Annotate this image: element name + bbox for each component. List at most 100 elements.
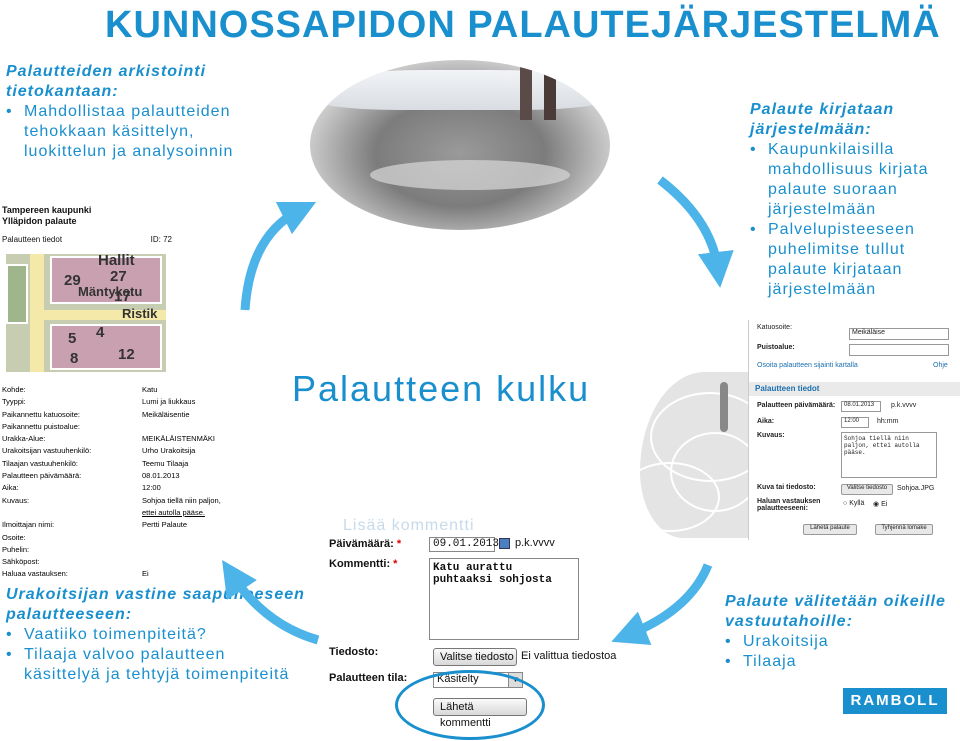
highlight-oval xyxy=(395,670,545,740)
map-label: Mäntykatu xyxy=(78,284,143,299)
doc-row: ettei autolla pääse. xyxy=(142,507,205,517)
feedback-entry-form: Katuosoite: Meikäläise Puistoalue: Osoit… xyxy=(748,320,960,540)
map-block xyxy=(50,256,162,304)
doc-row: Urakoitsijan vastuuhenkilö:Urho Urakoits… xyxy=(2,446,196,456)
calendar-icon[interactable] xyxy=(499,538,510,549)
clear-form-button[interactable]: Tyhjennä lomake xyxy=(875,524,933,535)
state-label: Palautteen tila: xyxy=(329,672,408,684)
archive-text-block: Palautteiden arkistointi tietokantaan: M… xyxy=(6,62,246,162)
map-zoom-slider[interactable] xyxy=(720,382,728,432)
comment-date-format: p.k.vvvv xyxy=(515,537,555,549)
entry-item: Palvelupisteeseen puhelimitse tullut pal… xyxy=(750,220,950,300)
time-format: hh:mm xyxy=(877,418,899,425)
map-label: 29 xyxy=(64,272,81,289)
desc-label: Kuvaus: xyxy=(757,432,785,439)
street-label: Katuosoite: xyxy=(757,324,793,331)
map-label: Hallit xyxy=(98,254,135,269)
file-label: Kuva tai tiedosto: xyxy=(757,484,816,491)
park-label: Puistoalue: xyxy=(757,344,795,351)
snow-bank xyxy=(310,70,610,110)
main-title: KUNNOSSAPIDON PALAUTEJÄRJESTELMÄ xyxy=(105,4,941,46)
comment-file-status: Ei valittua tiedostoa xyxy=(521,650,617,662)
add-comment-heading: Lisää kommentti xyxy=(343,517,475,534)
entry-item: Kaupunkilaisilla mahdollisuus kirjata pa… xyxy=(750,140,950,220)
map-road xyxy=(30,254,44,372)
doc-row: Paikannettu katuosoite:Meikäläisentie xyxy=(2,409,190,419)
arrow-top-right xyxy=(657,176,734,288)
entry-text-block: Palaute kirjataan järjestelmään: Kaupunk… xyxy=(750,100,950,300)
send-feedback-button[interactable]: Lähetä palaute xyxy=(803,524,857,535)
reply-no-radio[interactable]: ◉ Ei xyxy=(873,501,888,508)
doc-row: Aika:12:00 xyxy=(2,483,161,493)
map-label: Ristik xyxy=(122,306,158,321)
map-label: 5 xyxy=(68,330,77,347)
map-label: 8 xyxy=(70,350,79,367)
forward-text-block: Palaute välitetään oikeille vastuutahoil… xyxy=(725,592,955,672)
doc-row: Urakka-Alue:MEIKÄLÄISTENMÄKI xyxy=(2,434,215,444)
archive-heading: Palautteiden arkistointi tietokantaan: xyxy=(6,63,207,100)
map-locate-link[interactable]: Osoita palautteen sijainti kartalla xyxy=(757,362,858,369)
response-item: Vaatiiko toimenpiteitä? xyxy=(6,625,306,645)
comment-date-input[interactable]: 09.01.2013 xyxy=(429,537,499,552)
doc-row: Kuvaus:Sohjoa tiellä niin paljon, xyxy=(2,495,221,505)
doc-row: Osoite: xyxy=(2,532,26,542)
slush-patch xyxy=(370,160,570,190)
feedback-document: Tampereen kaupunki Ylläpidon palaute Pal… xyxy=(2,205,252,545)
doc-row: Sähköpost: xyxy=(2,557,40,567)
date-label: Palautteen päivämäärä: xyxy=(757,402,836,409)
comment-label: Kommentti: * xyxy=(329,558,398,570)
map-label: 12 xyxy=(118,346,135,363)
map-label: 17 xyxy=(114,288,131,305)
pedestrian-legs xyxy=(520,60,560,120)
arrow-bottom-right xyxy=(611,563,713,645)
ramboll-logo: RAMBOLL xyxy=(843,688,947,714)
comment-choose-file-button[interactable]: Valitse tiedosto xyxy=(433,648,517,666)
location-map: Hallit Mäntykatu Ristik 27 29 4 17 5 12 … xyxy=(6,254,166,372)
park-input[interactable] xyxy=(849,344,949,356)
comment-textarea[interactable]: Katu aurattu puhtaaksi sohjosta xyxy=(429,558,579,640)
forward-item: Tilaaja xyxy=(725,652,955,672)
doc-row: Paikannettu puistoalue: xyxy=(2,421,80,431)
reply-label: Haluan vastauksen palautteeseeni: xyxy=(757,498,821,512)
entry-heading: Palaute kirjataan järjestelmään: xyxy=(750,101,895,138)
desc-textarea[interactable]: Sohjoa tiellä niin paljon, ettei autolla… xyxy=(841,432,937,478)
map-label: 4 xyxy=(96,324,105,341)
forward-item: Urakoitsija xyxy=(725,632,955,652)
doc-row: Kohde:Katu xyxy=(2,385,158,394)
time-input[interactable]: 12:00 xyxy=(841,417,869,428)
comment-file-label: Tiedosto: xyxy=(329,646,379,658)
org-name: Tampereen kaupunki xyxy=(2,205,92,215)
doc-fields: Kohde:Katu Tyyppi:Lumi ja liukkaus Paika… xyxy=(2,384,242,581)
snowy-street-photo xyxy=(310,60,610,230)
date-format: p.k.vvvv xyxy=(891,402,917,409)
unit-name: Ylläpidon palaute xyxy=(2,216,77,226)
center-title: Palautteen kulku xyxy=(292,368,591,409)
time-label: Aika: xyxy=(757,418,775,425)
street-input[interactable]: Meikäläise xyxy=(849,328,949,340)
doc-row: Haluaa vastauksen:Ei xyxy=(2,569,149,579)
choose-file-button[interactable]: Valitse tiedosto xyxy=(841,484,893,495)
doc-row: Tilaajan vastuuhenkilö:Teemu Tilaaja xyxy=(2,458,189,468)
doc-row: Ilmoittajan nimi:Pertti Palaute xyxy=(2,520,188,530)
reply-yes-radio[interactable]: ○ Kyllä xyxy=(843,500,865,507)
map-park xyxy=(6,264,28,324)
comment-date-label: Päivämäärä: * xyxy=(329,538,402,550)
form-section-header: Palautteen tiedot xyxy=(749,382,960,396)
map-road xyxy=(640,462,720,532)
doc-section-label: Palautteen tiedot xyxy=(2,235,63,244)
arrow-top-left xyxy=(240,201,317,311)
forward-heading: Palaute välitetään oikeille vastuutahoil… xyxy=(725,593,946,630)
response-item: Tilaaja valvoo palautteen käsittelyä ja … xyxy=(6,645,306,685)
doc-row: Palautteen päivämäärä:08.01.2013 xyxy=(2,471,180,481)
file-name: Sohjoa.JPG xyxy=(897,485,935,492)
map-block xyxy=(50,324,162,370)
doc-id: ID: 72 xyxy=(150,235,172,244)
help-link[interactable]: Ohje xyxy=(933,362,948,369)
doc-row: Puhelin: xyxy=(2,544,30,554)
date-input[interactable]: 08.01.2013 xyxy=(841,401,881,412)
map-road xyxy=(44,310,166,320)
arrow-bottom-left xyxy=(222,559,320,645)
map-label: 27 xyxy=(110,268,127,285)
doc-row: Tyyppi:Lumi ja liukkaus xyxy=(2,397,196,407)
